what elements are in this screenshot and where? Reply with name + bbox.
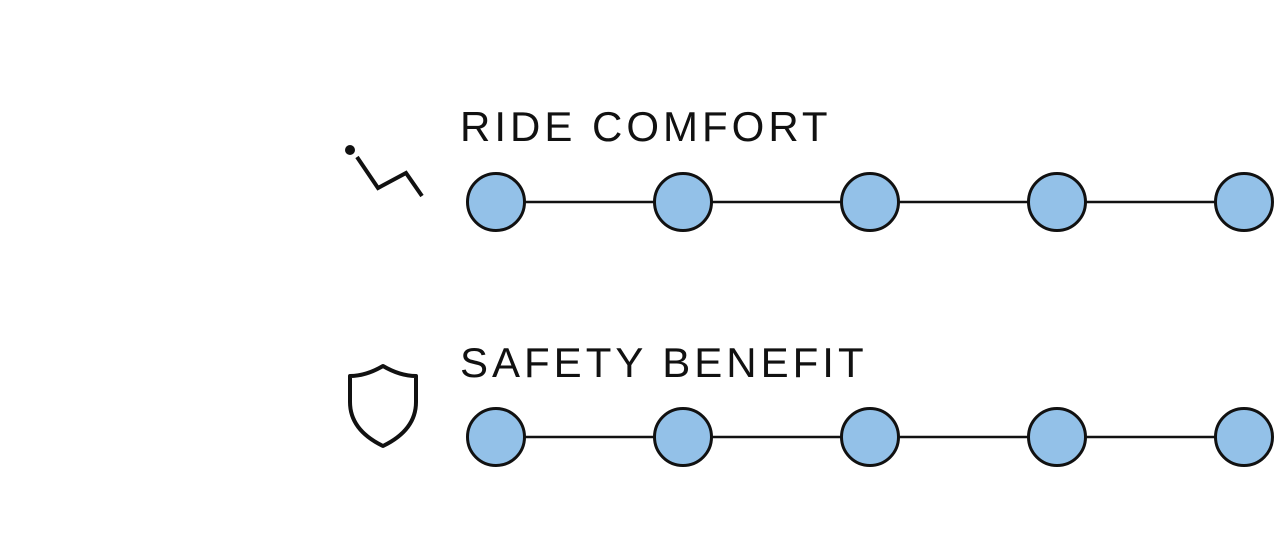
suspension-zigzag-icon xyxy=(345,145,424,198)
rating-scale xyxy=(0,167,1280,237)
rating-dot xyxy=(466,407,526,467)
rating-scale xyxy=(0,402,1280,472)
rating-dot xyxy=(840,407,900,467)
shield-icon xyxy=(348,364,418,448)
rating-scale-svg xyxy=(466,407,1274,467)
rating-row-ride-comfort: RIDE COMFORT xyxy=(0,100,1280,240)
rating-dot xyxy=(466,172,526,232)
rating-label: SAFETY BENEFIT xyxy=(460,339,868,386)
rating-row-safety-benefit: SAFETY BENEFIT xyxy=(0,336,1280,476)
rating-dot xyxy=(1027,172,1087,232)
rating-dot xyxy=(653,407,713,467)
rating-scale-svg xyxy=(466,172,1274,232)
rating-dot xyxy=(653,172,713,232)
rating-label: RIDE COMFORT xyxy=(460,103,832,150)
rating-dot xyxy=(840,172,900,232)
rating-dot xyxy=(1214,172,1274,232)
rating-dot xyxy=(1027,407,1087,467)
rating-dot xyxy=(1214,407,1274,467)
